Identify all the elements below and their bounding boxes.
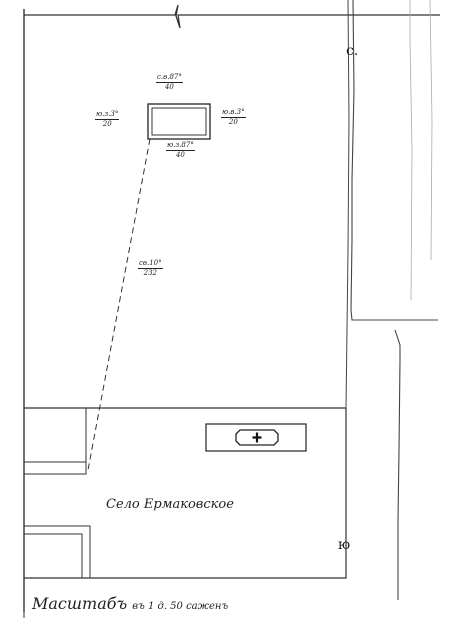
tie-line [87, 138, 151, 471]
measurement-bottom-bearing: ю.з.87° [166, 141, 195, 151]
measurement-left: ю.з.3° 20 [95, 110, 120, 128]
measurement-left-bearing: ю.з.3° [95, 110, 120, 120]
south-marker: ю [338, 537, 351, 553]
measurement-top-bearing: с.в.87° [156, 73, 183, 83]
scale-main: Масштабъ [32, 594, 128, 613]
tie-line-bearing: св.10° [138, 259, 163, 269]
north-marker: с. [346, 43, 359, 59]
measurement-bottom-length: 40 [175, 151, 185, 159]
church-frame [205, 423, 307, 452]
plot-inner [151, 107, 207, 136]
measurement-right-bearing: ю.в.3° [221, 108, 246, 118]
measurement-top-length: 40 [164, 83, 174, 91]
measurement-bottom: ю.з.87° 40 [166, 142, 195, 159]
village-label: Село Ермаковское [106, 497, 234, 512]
tie-line-length: 232 [143, 269, 157, 277]
tie-line-measurement: св.10° 232 [138, 260, 163, 277]
measurement-right-length: 20 [228, 118, 238, 126]
measurement-top: с.в.87° 40 [156, 74, 183, 91]
measurement-left-length: 20 [102, 120, 112, 128]
village-building-2 [24, 525, 91, 578]
village-building-1-inner [24, 408, 87, 463]
boundary-right [350, 0, 438, 600]
plot-outer [147, 103, 211, 140]
village-building-1 [23, 407, 87, 475]
scale-detail: въ 1 д. 50 саженъ [132, 601, 229, 612]
measurement-right: ю.в.3° 20 [221, 109, 246, 126]
boundary-top [24, 4, 440, 29]
boundary-right-lower [24, 408, 347, 579]
scale-label: Масштабъ въ 1 д. 50 саженъ [32, 596, 228, 612]
church-icon [235, 429, 279, 446]
far-right-edge [409, 0, 433, 301]
boundary-right-inner [345, 0, 350, 409]
